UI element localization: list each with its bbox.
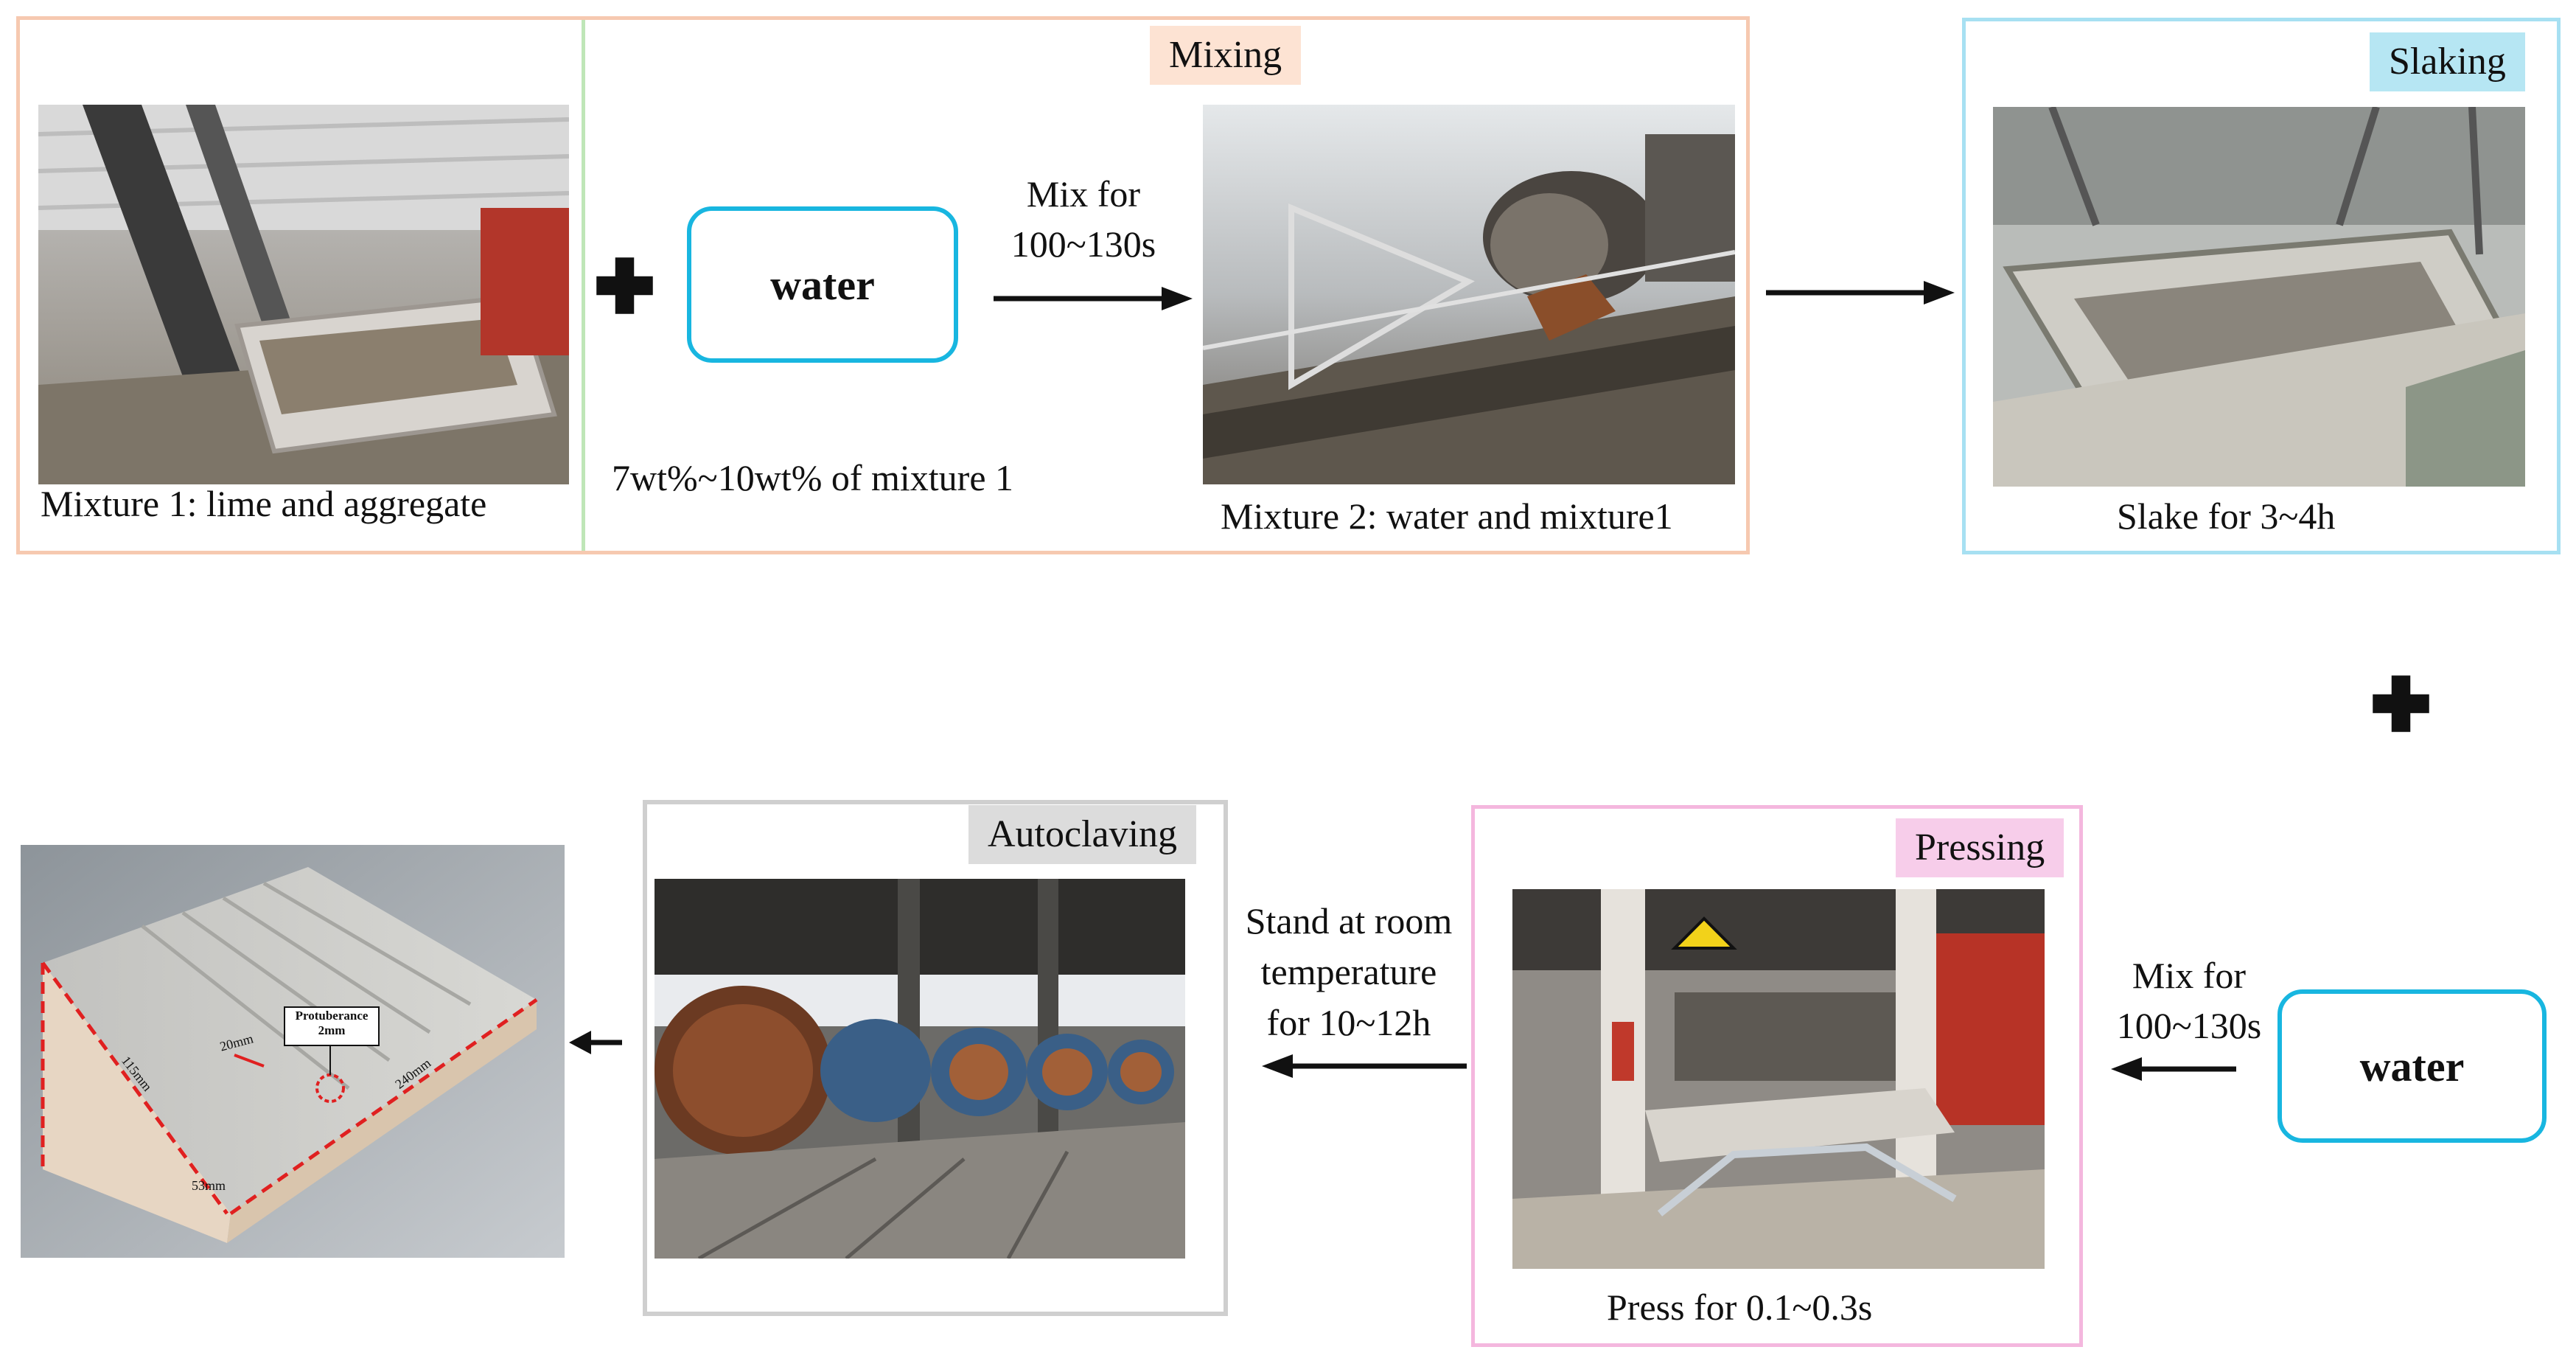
- mixture1-photo: [38, 105, 569, 484]
- stand-step-line1: Stand at room: [1245, 900, 1453, 941]
- water-box-bottom: water: [2277, 989, 2547, 1143]
- mixing-stage-frame: [16, 16, 1750, 554]
- arrow-right-icon: [1766, 281, 1955, 304]
- protuberance-size-text: 2mm: [318, 1023, 346, 1037]
- stand-step-line3: for 10~12h: [1266, 1002, 1431, 1043]
- arrow-right-icon: [994, 287, 1193, 310]
- slaking-photo: [1993, 107, 2525, 487]
- dimension-53mm: 53mm: [192, 1178, 226, 1193]
- slake-caption: Slake for 3~4h: [2117, 495, 2336, 537]
- slaking-stage-frame: [1962, 18, 2561, 554]
- mixing-stage-tag: Mixing: [1150, 26, 1302, 85]
- mix-step-top-line1: Mix for: [1026, 173, 1141, 215]
- protuberance-label-text: Protuberance: [295, 1009, 369, 1023]
- slaking-stage-tag: Slaking: [2370, 32, 2525, 91]
- water-box-top: water: [687, 206, 958, 363]
- mix-step-top-label: Mix for 100~130s: [973, 170, 1194, 269]
- mixture1-divider: [582, 20, 585, 551]
- mix-step-top-line2: 100~130s: [1010, 223, 1156, 265]
- pressing-stage-tag: Pressing: [1896, 818, 2064, 877]
- water-ratio-note: 7wt%~10wt% of mixture 1: [612, 457, 1014, 498]
- mix-step-bottom-line2: 100~130s: [2116, 1004, 2262, 1046]
- mix-step-bottom-line1: Mix for: [2132, 955, 2247, 996]
- stand-step-line2: temperature: [1260, 951, 1437, 992]
- plus-icon: [596, 257, 653, 314]
- arrow-left-icon: [2111, 1057, 2236, 1081]
- autoclaving-photo: [655, 879, 1185, 1259]
- arrow-left-icon: [1262, 1054, 1467, 1078]
- autoclaving-stage-frame: [643, 800, 1228, 1316]
- autoclaving-stage-tag: Autoclaving: [968, 805, 1197, 864]
- mixture2-caption: Mixture 2: water and mixture1: [1221, 495, 1673, 537]
- plus-icon: [2373, 675, 2429, 732]
- mix-step-bottom-label: Mix for 100~130s: [2078, 951, 2300, 1051]
- arrow-left-icon: [569, 1031, 622, 1054]
- brick-photo: Protuberance 2mm 20mm 115mm 240mm 53mm: [21, 845, 565, 1258]
- press-caption: Press for 0.1~0.3s: [1607, 1287, 1873, 1328]
- stand-step-label: Stand at room temperature for 10~12h: [1224, 896, 1474, 1048]
- pressing-photo: [1512, 889, 2045, 1269]
- mixture2-photo: [1203, 105, 1735, 484]
- pressing-stage-frame: [1471, 805, 2083, 1347]
- mixture1-caption: Mixture 1: lime and aggregate: [41, 483, 487, 524]
- protuberance-label: Protuberance 2mm: [286, 1009, 377, 1037]
